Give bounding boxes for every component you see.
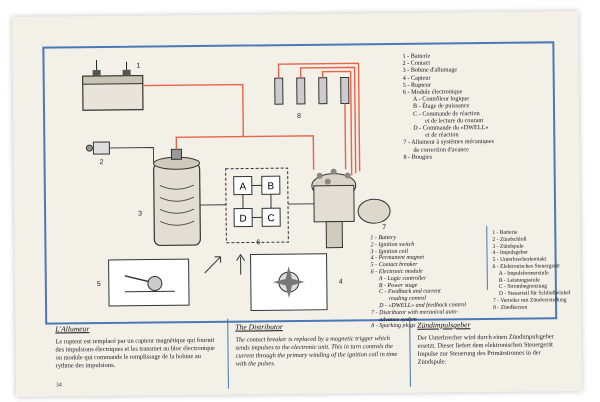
contact-breaker-inset: [108, 258, 190, 307]
legend-line: 8 - Zündkerzen: [493, 304, 528, 311]
german-heading: Zündimpulsgeber: [417, 320, 471, 330]
ignition-diagram: A B D C: [82, 60, 391, 311]
legend-line: 7 - Verteiler mit Zündverstellung: [492, 297, 567, 304]
block-a: A: [239, 182, 246, 193]
magnetic-trigger-inset: [250, 253, 328, 311]
block-b: B: [267, 181, 274, 192]
arrows: [204, 253, 246, 275]
english-legend: 1 - Battery 2 - Ignition switch 3 - Igni…: [370, 234, 466, 330]
callout-7: 7: [382, 224, 386, 231]
lt-wires: [109, 147, 315, 206]
german-legend: 1 - Batterie 2 - Zündschloß 3 - Zündspul…: [492, 229, 570, 311]
legend-line: 7 - Distributor with mecanical auto-: [371, 309, 459, 316]
ignition-switch: [85, 141, 110, 155]
hv-wires: [142, 62, 361, 176]
german-paragraph: Der Unterbrecher wird durch einen Zündim…: [417, 333, 554, 366]
page-number: 34: [55, 382, 62, 389]
french-paragraph: Le rupteur est remplacé par un capteur m…: [55, 336, 215, 370]
callout-2: 2: [100, 159, 104, 166]
english-heading: The Distributor: [235, 322, 283, 332]
distributor: [311, 168, 391, 249]
legend-line: 8 - Bougies: [403, 153, 433, 161]
callout-5: 5: [97, 281, 101, 288]
french-legend: 1 - Batterie 2 - Contact 3 - Bobine d'al…: [402, 52, 494, 161]
legend-line: 7 - Allumeur à systèmes mécaniques: [403, 138, 494, 147]
block-c: C: [267, 213, 274, 224]
callout-6: 6: [256, 239, 260, 246]
block-d: D: [239, 214, 246, 225]
column-divider: [227, 318, 229, 389]
spark-plugs: [274, 76, 350, 105]
english-paragraph: The contact breaker is replaced by a mag…: [235, 335, 398, 368]
ignition-coil: [153, 148, 201, 247]
callout-3: 3: [138, 211, 142, 218]
french-heading: L'Allumeur: [55, 324, 90, 334]
book-page: A B D C: [12, 11, 582, 397]
callout-1: 1: [137, 63, 141, 70]
callout-4: 4: [339, 279, 343, 286]
callout-8: 8: [297, 113, 301, 120]
battery: [82, 60, 144, 111]
electronic-module: A B D C: [225, 167, 289, 244]
